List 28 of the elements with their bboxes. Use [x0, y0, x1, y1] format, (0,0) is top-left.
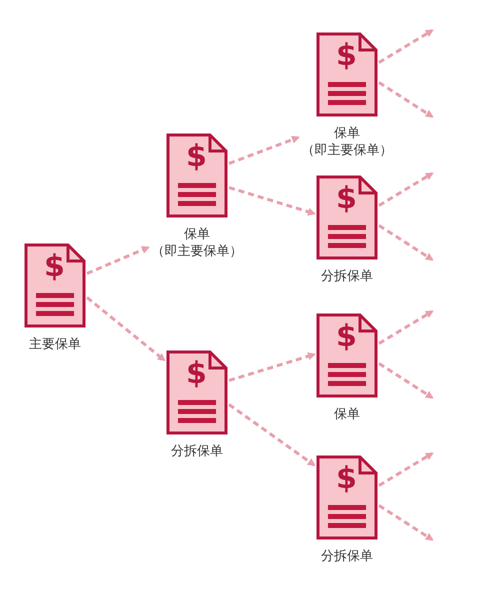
- dollar-sign: $: [336, 463, 357, 495]
- arrow: [378, 172, 434, 207]
- dollar-sign: $: [336, 183, 357, 215]
- document-label: 分拆保单: [320, 548, 374, 565]
- arrow: [228, 403, 316, 466]
- arrow: [378, 310, 434, 345]
- arrow: [228, 352, 316, 382]
- arrow: [378, 224, 434, 261]
- arrow: [86, 246, 150, 275]
- dollar-sign: $: [186, 141, 207, 173]
- document-label: 分拆保单: [320, 268, 374, 285]
- document-label: 保单（即主要保单）: [150, 226, 244, 260]
- arrow: [378, 362, 434, 399]
- arrow: [378, 81, 434, 118]
- arrow: [228, 186, 316, 216]
- document-label: 保单: [333, 406, 361, 423]
- document-label: 保单（即主要保单）: [300, 125, 394, 159]
- dollar-sign: $: [44, 251, 65, 283]
- arrow: [378, 504, 434, 541]
- document-label: 主要保单: [28, 336, 82, 353]
- arrow: [378, 29, 434, 64]
- arrow: [378, 452, 434, 487]
- arrow: [228, 136, 300, 165]
- document-label: 分拆保单: [170, 443, 224, 460]
- arrow: [86, 296, 166, 362]
- dollar-sign: $: [336, 321, 357, 353]
- dollar-sign: $: [336, 40, 357, 72]
- dollar-sign: $: [186, 358, 207, 390]
